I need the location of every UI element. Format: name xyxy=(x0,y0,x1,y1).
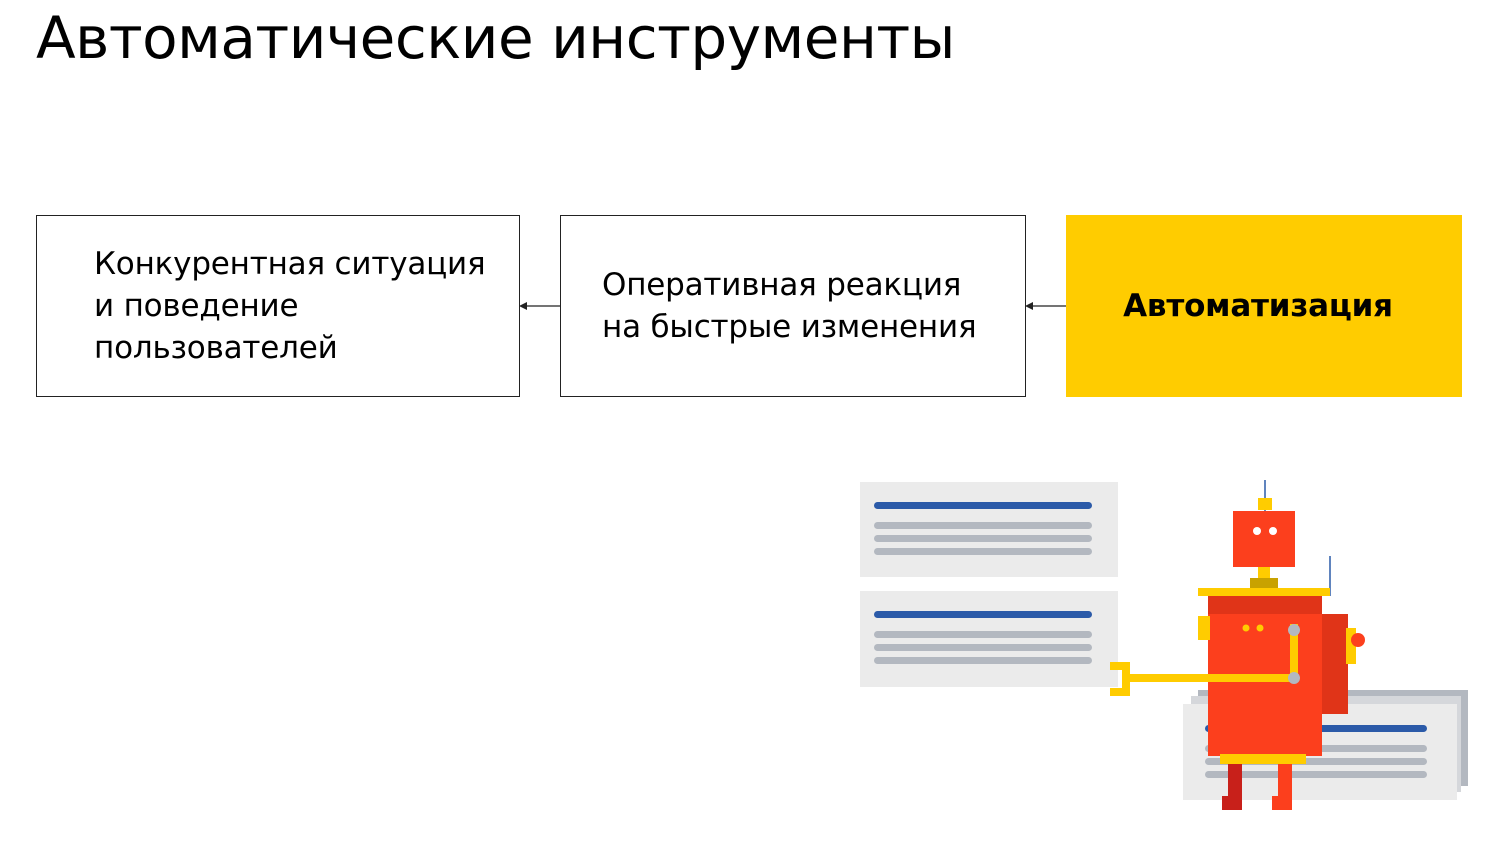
flow-box-reaction: Оперативная реакция на быстрые изменения xyxy=(560,215,1026,397)
robot-documents-illustration xyxy=(860,480,1468,810)
flow-box-automation: Автоматизация xyxy=(1066,215,1462,397)
flow-arrow-left-2 xyxy=(1025,302,1066,310)
flow-box-competition: Конкурентная ситуация и поведение пользо… xyxy=(36,215,520,397)
document-card-1 xyxy=(860,482,1118,577)
robot xyxy=(1110,480,1365,810)
slide-title: Автоматические инструменты xyxy=(36,4,955,72)
flow-arrow-left-1 xyxy=(519,302,560,310)
flow-box-automation-label: Автоматизация xyxy=(1123,288,1393,324)
document-card-2 xyxy=(860,591,1118,687)
flow-box-competition-label: Конкурентная ситуация и поведение пользо… xyxy=(94,246,486,366)
flow-box-reaction-label: Оперативная реакция на быстрые изменения xyxy=(602,267,977,345)
